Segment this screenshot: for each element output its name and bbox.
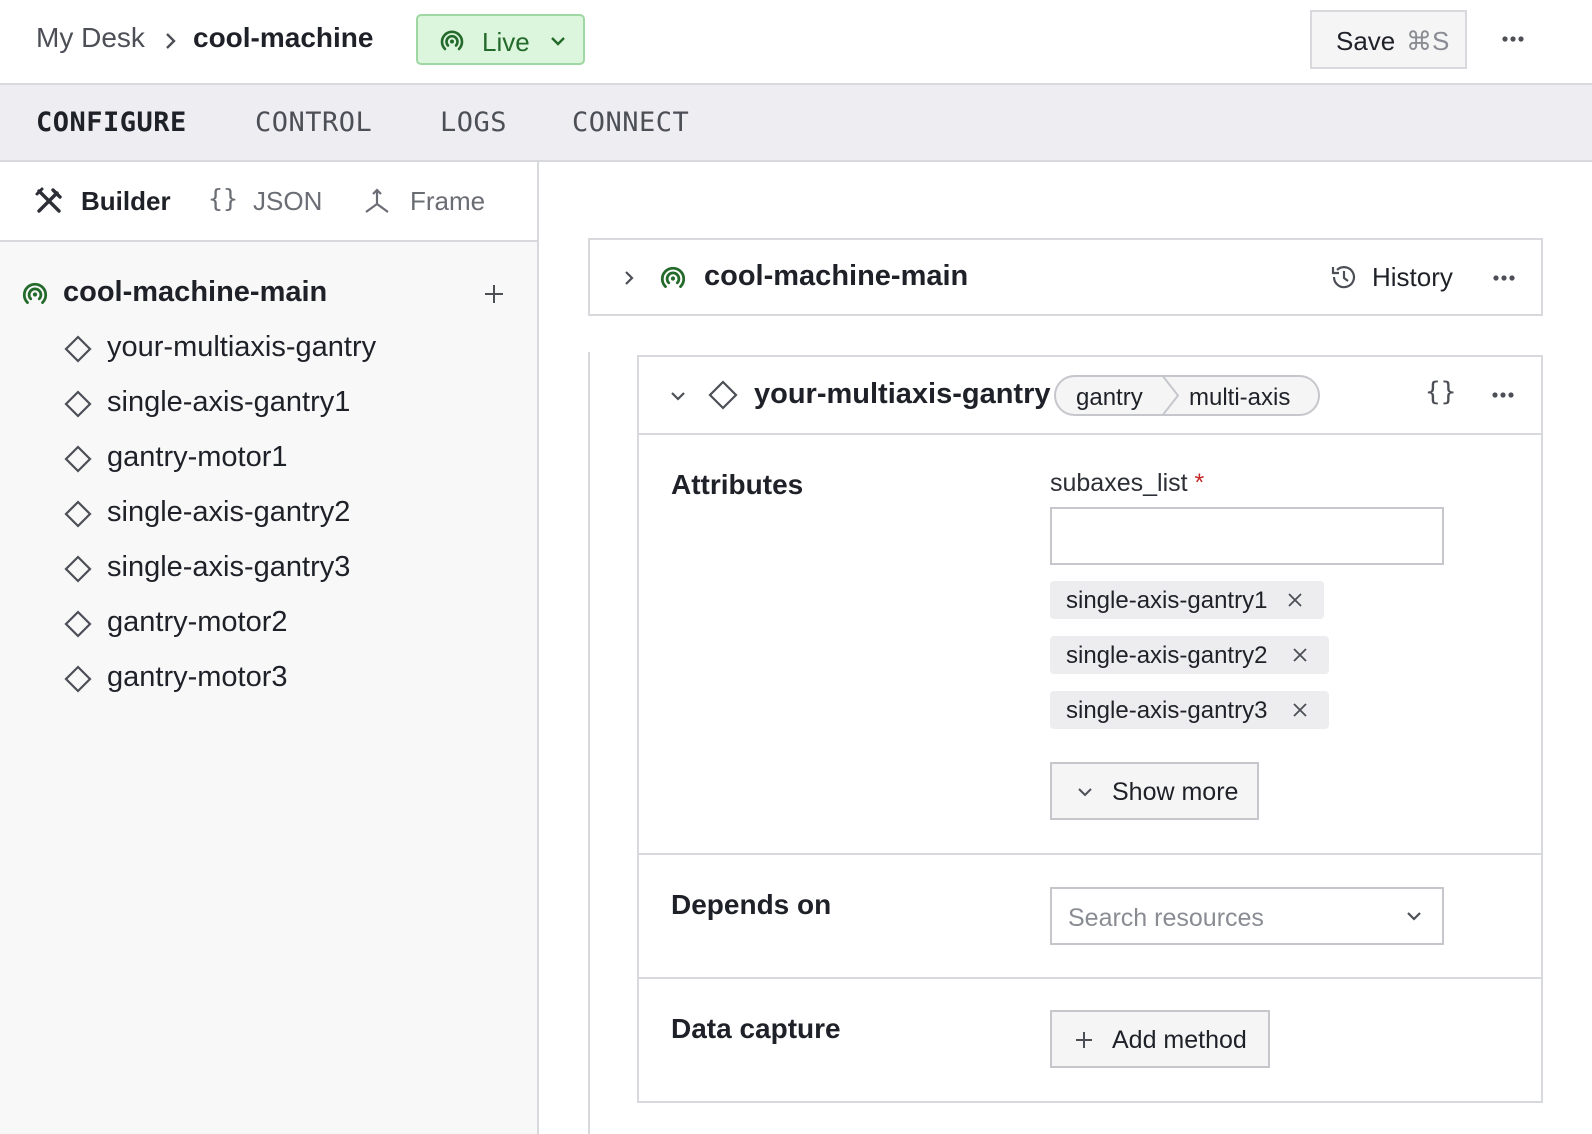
section-divider <box>639 853 1541 855</box>
tab-control[interactable]: CONTROL <box>255 107 373 138</box>
history-button[interactable]: History <box>1372 262 1453 292</box>
tools-icon <box>35 187 62 213</box>
subtab-builder[interactable]: Builder <box>34 182 174 222</box>
component-type: gantry <box>1076 384 1143 411</box>
subtab-json[interactable]: {} JSON <box>208 182 322 222</box>
section-divider <box>639 977 1541 979</box>
tree-root-machine[interactable]: cool-machine-main <box>20 274 520 314</box>
chevron-down-icon <box>1078 788 1092 797</box>
nesting-line <box>588 352 590 1134</box>
required-marker: * <box>1194 469 1205 497</box>
history-icon <box>1331 266 1356 289</box>
tree-item[interactable]: gantry-motor1 <box>64 439 484 479</box>
chevron-down-icon[interactable] <box>667 387 689 405</box>
breadcrumb-arrow-icon <box>1162 377 1180 414</box>
more-horizontal-icon[interactable] <box>1488 263 1520 293</box>
subaxes-list-label: subaxes_list * <box>1050 469 1204 498</box>
tree-item-label: gantry-motor1 <box>107 441 288 473</box>
breadcrumb-current[interactable]: cool-machine <box>193 22 374 53</box>
tree-item-label: gantry-motor2 <box>107 606 288 638</box>
more-horizontal-icon[interactable] <box>1494 24 1532 54</box>
diamond-icon <box>64 390 92 418</box>
subtab-json-label: JSON <box>253 186 323 216</box>
subaxis-chip-label: single-axis-gantry2 <box>1066 642 1268 669</box>
subaxis-chip-label: single-axis-gantry1 <box>1066 587 1268 614</box>
chevron-right-icon <box>166 33 176 49</box>
json-braces-icon[interactable]: {} <box>1425 377 1457 407</box>
close-icon[interactable] <box>1292 702 1308 718</box>
search-resources-select[interactable]: Search resources <box>1050 887 1444 945</box>
diamond-icon <box>64 445 92 473</box>
save-button[interactable]: Save ⌘S <box>1310 10 1467 69</box>
diamond-icon <box>64 500 92 528</box>
tree-item[interactable]: gantry-motor3 <box>64 659 484 699</box>
component-card: your-multiaxis-gantry gantry multi-axis … <box>637 355 1543 1103</box>
attributes-section-label: Attributes <box>671 469 804 500</box>
live-status-dropdown[interactable]: Live <box>416 14 585 65</box>
live-signal-icon <box>440 30 464 51</box>
top-header: My Desk cool-machine Live Save ⌘S <box>0 0 1592 85</box>
diamond-icon <box>708 380 738 410</box>
breadcrumb-home[interactable]: My Desk <box>36 22 145 53</box>
subtab-builder-label: Builder <box>81 186 171 216</box>
close-icon[interactable] <box>1287 592 1303 608</box>
builder-mode-tabs: Builder {} JSON Frame <box>0 162 537 242</box>
tree-item-label: single-axis-gantry1 <box>107 386 351 418</box>
component-name: your-multiaxis-gantry <box>754 378 1051 410</box>
tree-item-label: gantry-motor3 <box>107 661 288 693</box>
subaxis-chip: single-axis-gantry2 <box>1050 636 1329 674</box>
depends-on-section-label: Depends on <box>671 889 832 920</box>
tab-connect[interactable]: CONNECT <box>572 107 690 138</box>
subaxis-chip: single-axis-gantry3 <box>1050 691 1329 729</box>
subaxes-list-label-text: subaxes_list <box>1050 469 1188 497</box>
tree-item-label: your-multiaxis-gantry <box>107 331 377 363</box>
machine-part-name: cool-machine-main <box>704 260 969 292</box>
braces-icon: {} <box>208 184 239 213</box>
tree-item[interactable]: single-axis-gantry2 <box>64 494 484 534</box>
subtab-frame[interactable]: Frame <box>362 182 492 222</box>
chevron-down-icon <box>1407 912 1421 921</box>
subtab-frame-label: Frame <box>410 186 486 216</box>
component-type-badge: gantry multi-axis <box>1054 375 1320 416</box>
subaxis-chip: single-axis-gantry1 <box>1050 581 1324 619</box>
diamond-icon <box>64 665 92 693</box>
config-sidebar: Builder {} JSON Frame cool-machine-main … <box>0 162 539 1134</box>
more-horizontal-icon[interactable] <box>1487 380 1519 410</box>
show-more-label: Show more <box>1112 778 1239 806</box>
component-model: multi-axis <box>1189 384 1291 411</box>
machine-part-card: cool-machine-main History <box>588 238 1543 316</box>
diamond-icon <box>64 335 92 363</box>
plus-icon <box>1076 1032 1092 1048</box>
diamond-icon <box>64 610 92 638</box>
subaxes-list-input[interactable] <box>1050 507 1444 565</box>
live-signal-icon <box>660 266 686 288</box>
add-method-button[interactable]: Add method <box>1050 1010 1270 1068</box>
chevron-right-icon[interactable] <box>620 267 638 289</box>
tree-item[interactable]: gantry-motor2 <box>64 604 484 644</box>
show-more-button[interactable]: Show more <box>1050 762 1259 820</box>
tree-root-label: cool-machine-main <box>63 276 328 308</box>
subaxis-chip-label: single-axis-gantry3 <box>1066 697 1268 724</box>
save-button-label: Save <box>1336 26 1396 56</box>
main-tab-bar: CONFIGURE CONTROL LOGS CONNECT <box>0 85 1592 162</box>
live-status-label: Live <box>482 27 530 57</box>
add-method-label: Add method <box>1112 1026 1247 1054</box>
tree-item[interactable]: single-axis-gantry1 <box>64 384 484 424</box>
search-resources-placeholder: Search resources <box>1068 904 1264 932</box>
component-card-header: your-multiaxis-gantry gantry multi-axis … <box>639 357 1541 435</box>
tree-item-label: single-axis-gantry3 <box>107 551 351 583</box>
tree-item[interactable]: your-multiaxis-gantry <box>64 329 484 369</box>
close-icon[interactable] <box>1292 647 1308 663</box>
axes-icon <box>365 188 389 213</box>
tree-item-label: single-axis-gantry2 <box>107 496 351 528</box>
data-capture-section-label: Data capture <box>671 1013 841 1044</box>
save-shortcut-hint: ⌘S <box>1406 26 1450 56</box>
tab-configure[interactable]: CONFIGURE <box>36 107 187 138</box>
tab-logs[interactable]: LOGS <box>440 107 508 138</box>
live-signal-icon <box>22 282 48 304</box>
plus-icon[interactable] <box>480 280 508 308</box>
diamond-icon <box>64 555 92 583</box>
chevron-down-icon <box>551 37 565 46</box>
tree-item[interactable]: single-axis-gantry3 <box>64 549 484 589</box>
